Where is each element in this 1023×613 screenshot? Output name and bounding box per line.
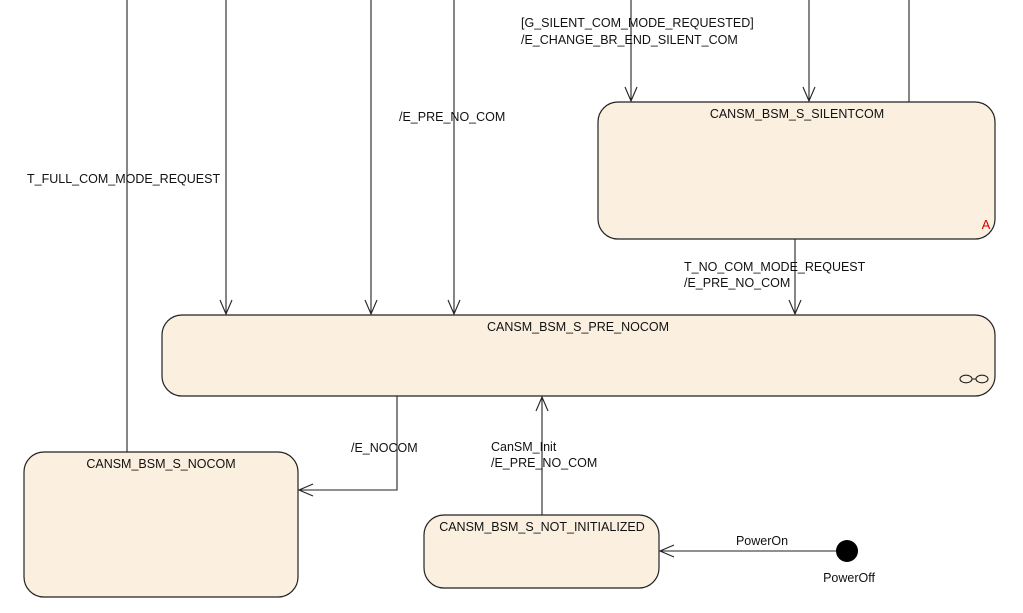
transition-init-to-pre-nocom[interactable] [535, 395, 549, 515]
label-silent-to-pre-effect: /E_PRE_NO_COM [684, 276, 790, 290]
state-silentcom-box[interactable] [597, 101, 996, 240]
label-pre-to-nocom: /E_NOCOM [351, 441, 418, 455]
state-not-initialized-name: CANSM_BSM_S_NOT_INITIALIZED [439, 520, 645, 534]
initial-pseudostate[interactable]: PowerOff [823, 540, 875, 585]
transition-into-pre-nocom-1[interactable] [219, 0, 233, 316]
state-not-initialized[interactable]: CANSM_BSM_S_NOT_INITIALIZED [423, 514, 660, 589]
state-pre-nocom[interactable]: CANSM_BSM_S_PRE_NOCOM [161, 314, 996, 397]
label-silent-to-pre-trigger: T_NO_COM_MODE_REQUEST [684, 260, 866, 274]
label-silent-effect: /E_CHANGE_BR_END_SILENT_COM [521, 33, 738, 47]
state-silentcom[interactable]: CANSM_BSM_S_SILENTCOM A [597, 101, 996, 240]
state-silentcom-name: CANSM_BSM_S_SILENTCOM [710, 107, 884, 121]
state-nocom-box[interactable] [23, 451, 299, 598]
transition-into-pre-nocom-2[interactable] [364, 0, 378, 316]
label-power-on: PowerOn [736, 534, 788, 548]
initial-dot-icon[interactable] [836, 540, 858, 562]
silentcom-corner-marker: A [982, 217, 991, 232]
transition-power-on[interactable] [658, 544, 836, 558]
arrowhead-371 [364, 299, 378, 316]
transition-pre-nocom-to-nocom[interactable] [297, 396, 398, 497]
arrowhead-631 [624, 86, 638, 103]
submachine-icon [959, 374, 989, 384]
label-pre-no-com-top: /E_PRE_NO_COM [399, 110, 505, 124]
transition-line-pre-to-nocom[interactable] [299, 396, 398, 491]
initial-label: PowerOff [823, 571, 875, 585]
label-silent-guard: [G_SILENT_COM_MODE_REQUESTED] [521, 16, 754, 30]
arrowhead-809 [802, 86, 816, 103]
label-init-trigger: CanSM_Init [491, 440, 557, 454]
transition-silent-to-pre-nocom[interactable] [788, 239, 802, 316]
arrowhead-nocom [297, 483, 314, 497]
state-nocom[interactable]: CANSM_BSM_S_NOCOM [23, 451, 299, 598]
arrowhead-795 [788, 299, 802, 316]
state-pre-nocom-box[interactable] [161, 314, 996, 397]
state-nocom-name: CANSM_BSM_S_NOCOM [86, 457, 235, 471]
arrowhead-init [535, 395, 549, 412]
transition-into-pre-nocom-3[interactable] [447, 0, 461, 316]
transition-into-silentcom-1[interactable] [624, 0, 638, 103]
state-pre-nocom-name: CANSM_BSM_S_PRE_NOCOM [487, 320, 669, 334]
arrowhead-226 [219, 299, 233, 316]
arrowhead-454 [447, 299, 461, 316]
label-init-effect: /E_PRE_NO_COM [491, 456, 597, 470]
arrowhead-power-on [658, 544, 675, 558]
transition-into-silentcom-2[interactable] [802, 0, 816, 103]
label-full-com-request: T_FULL_COM_MODE_REQUEST [27, 172, 220, 186]
